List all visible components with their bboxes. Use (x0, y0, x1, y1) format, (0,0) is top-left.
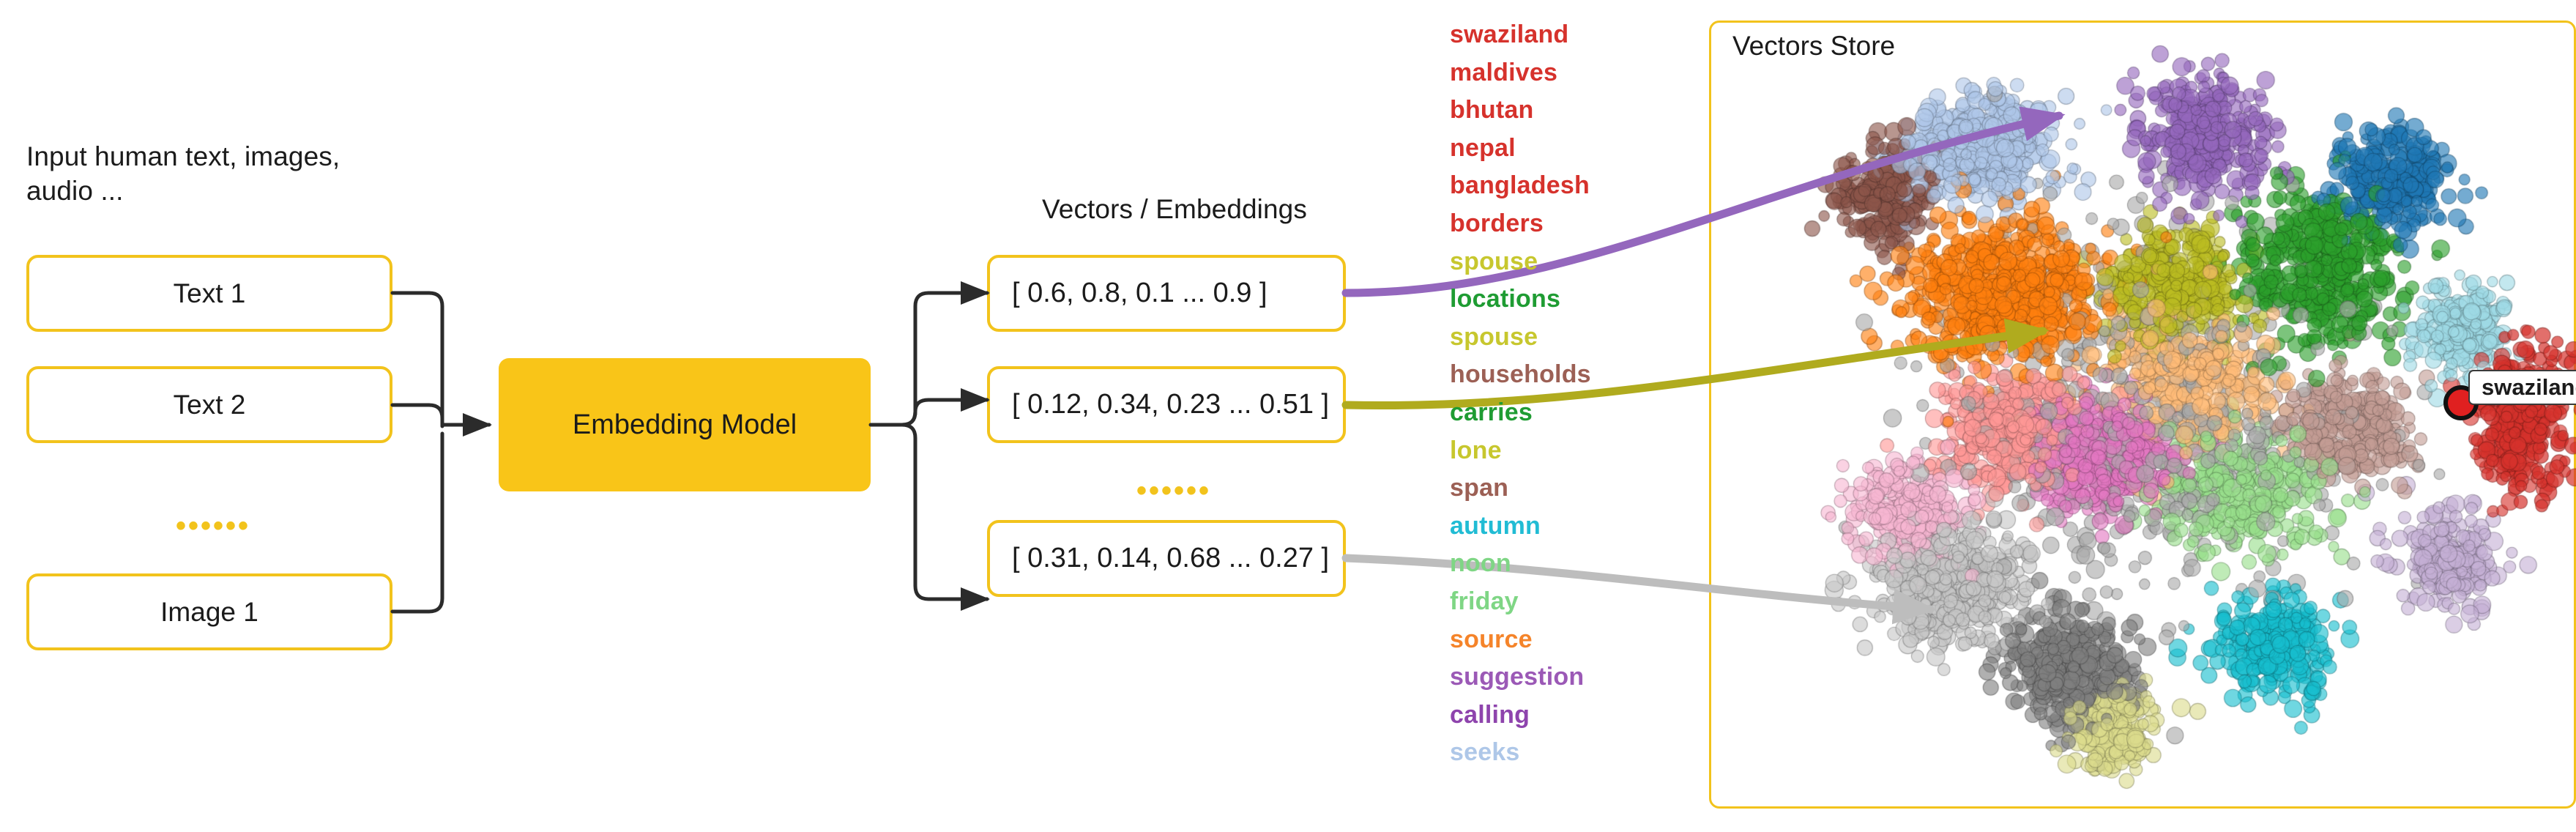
vector-box-3[interactable]: [ 0.31, 0.14, 0.68 ... 0.27 ] (987, 520, 1346, 597)
word-list-item: lone (1450, 436, 1502, 464)
embedding-model-block[interactable]: Embedding Model (499, 358, 871, 491)
word-list-item: calling (1450, 700, 1530, 729)
vectors-store-panel (1709, 21, 2576, 809)
input-box-image-1[interactable]: Image 1 (26, 573, 392, 650)
vector-box-1[interactable]: [ 0.6, 0.8, 0.1 ... 0.9 ] (987, 255, 1346, 332)
word-list-item: seeks (1450, 738, 1520, 767)
input-box-text-2[interactable]: Text 2 (26, 366, 392, 443)
input-caption: Input human text, images, audio ... (26, 141, 340, 207)
word-list-item: households (1450, 360, 1591, 389)
word-list-item: borders (1450, 209, 1544, 237)
word-list-item: maldives (1450, 58, 1558, 86)
vector-ellipsis-dots: •••••• (1136, 475, 1212, 507)
word-list-item: friday (1450, 587, 1519, 615)
word-list-item: bhutan (1450, 96, 1534, 125)
input-box-text-1-label: Text 1 (173, 278, 246, 308)
vector-box-2-label: [ 0.12, 0.34, 0.23 ... 0.51 ] (1012, 389, 1330, 420)
data-point-tooltip: swaziland (2468, 370, 2576, 405)
word-list-item: spouse (1450, 322, 1538, 351)
word-list-item: carries (1450, 398, 1533, 426)
word-list-item: nepal (1450, 133, 1516, 162)
word-list-item: source (1450, 625, 1533, 653)
word-list-item: swaziland (1450, 21, 1569, 48)
word-list-item: suggestion (1450, 663, 1585, 691)
embedding-word-list: swaziland maldives bhutan nepal bangladesh bo… (1450, 16, 1669, 772)
input-box-text-1[interactable]: Text 1 (26, 255, 392, 332)
word-list-item: autumn (1450, 511, 1541, 540)
word-list-item: bangladesh (1450, 171, 1590, 200)
input-ellipsis-dots: •••••• (176, 510, 251, 542)
input-box-text-2-label: Text 2 (173, 389, 246, 420)
word-list-item: span (1450, 474, 1509, 502)
vectors-caption: Vectors / Embeddings (1042, 194, 1307, 224)
vector-box-2[interactable]: [ 0.12, 0.34, 0.23 ... 0.51 ] (987, 366, 1346, 443)
embedding-model-label: Embedding Model (572, 409, 797, 440)
vectors-store-title: Vectors Store (1732, 31, 1896, 61)
vector-box-3-label: [ 0.31, 0.14, 0.68 ... 0.27 ] (1012, 543, 1330, 573)
word-list-item: noon (1450, 549, 1511, 578)
word-list-item: spouse (1450, 247, 1538, 275)
input-box-image-1-label: Image 1 (160, 596, 258, 627)
vector-box-1-label: [ 0.6, 0.8, 0.1 ... 0.9 ] (1012, 278, 1267, 308)
word-list-item: locations (1450, 285, 1561, 313)
